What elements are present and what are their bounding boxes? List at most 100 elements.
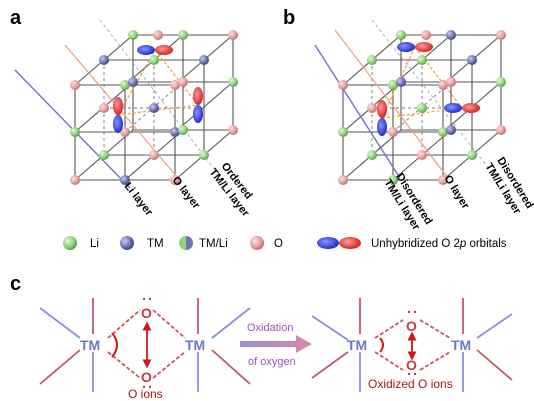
tmli-atom [388, 80, 398, 90]
panel-c-right-o-top: O [406, 318, 417, 334]
panel-c-arrow-label-1: Oxidation [247, 322, 293, 334]
tm-atom [199, 55, 209, 65]
legend-orbital-swatch [317, 237, 361, 249]
o-atom [338, 175, 348, 185]
panel-c-left-o-top: O [141, 305, 152, 321]
panel-b-o-layer-label: O layer [441, 173, 471, 212]
tm-atom [149, 103, 159, 113]
o-atom [228, 125, 238, 135]
panel-b-label: b [283, 7, 295, 29]
legend-o-label: O [274, 238, 283, 250]
legend-tm-label: TM [147, 238, 164, 250]
panel-b-o-layer-line [334, 29, 449, 179]
legend-orbitals-prefix: Unhybridized O 2 [371, 238, 460, 250]
li-atom [99, 150, 109, 160]
panel-a-orbital-left [113, 97, 123, 133]
panel-b-layer-line-1 [314, 44, 401, 179]
o-atom [338, 80, 348, 90]
panel-b-orbital-top [397, 42, 433, 52]
li-atom [128, 30, 138, 40]
panel-c-label: c [10, 273, 21, 295]
panel-c-right-tm-2: TM [451, 337, 471, 353]
panel-c-o-ions-label: O ions [128, 387, 163, 401]
o-atom [99, 103, 109, 113]
o-atom [170, 80, 180, 90]
o-atom [438, 80, 448, 90]
panel-a-label: a [10, 7, 22, 29]
panel-a-li-layer-label: Li layer [122, 180, 156, 218]
o-atom [496, 30, 506, 40]
tm-atom [170, 127, 180, 137]
panel-b-orbital-right [444, 103, 480, 113]
panel-a-atoms [70, 30, 238, 185]
o-atom [70, 80, 80, 90]
tmli-atom [367, 150, 377, 160]
panel-a-orbital-right [193, 87, 203, 123]
li-atom [70, 127, 80, 137]
panel-a: a [10, 7, 254, 220]
panel-c-right-tm-1: TM [347, 337, 367, 353]
tmli-atom [438, 127, 448, 137]
panel-c-left-angle-arc [111, 332, 118, 358]
o-atom [153, 30, 163, 40]
legend-orbitals-suffix: orbitals [466, 238, 507, 250]
o-atom [149, 150, 159, 160]
o-atom [496, 125, 506, 135]
panel-c-oxidized-o-ions-label: Oxidized O ions [368, 377, 453, 391]
tmli-atom [338, 127, 348, 137]
o-atom [388, 127, 398, 137]
panel-a-orbital-top [137, 45, 173, 55]
o-atom [417, 150, 427, 160]
tm-atom [128, 77, 138, 87]
panel-c-right-lone-pairs [407, 310, 417, 376]
tmli-atom [388, 175, 398, 185]
tm-atom [99, 55, 109, 65]
panel-b: b [283, 7, 534, 233]
li-atom [228, 77, 238, 87]
tmli-atom [396, 30, 406, 40]
li-atom [178, 30, 188, 40]
o-atom [228, 30, 238, 40]
panel-c: c TM TM O O O ions Oxidation [10, 273, 513, 401]
li-atom [199, 150, 209, 160]
tmli-atom [417, 103, 427, 113]
legend-tm-swatch [120, 236, 134, 250]
panel-c-right-o-bottom: O [406, 357, 417, 373]
legend: Li TM TM/Li O Unhybridized O 2p orbitals [63, 236, 507, 250]
panel-c-left-tm-2: TM [185, 337, 205, 353]
tmli-atom [467, 55, 477, 65]
legend-o-swatch [250, 236, 264, 250]
legend-tmli-label: TM/Li [199, 238, 228, 250]
o-atom [367, 103, 377, 113]
panel-b-layer-line-2 [371, 19, 491, 171]
panel-c-left-lone-pairs [142, 297, 152, 389]
o-atom [421, 30, 431, 40]
legend-orbitals-italic: p [459, 238, 467, 250]
tmli-atom [417, 55, 427, 65]
panel-b-atoms [338, 30, 506, 185]
legend-li-swatch [63, 236, 77, 250]
legend-orbitals-label: Unhybridized O 2p orbitals [371, 238, 507, 250]
tmli-atom [467, 150, 477, 160]
li-atom [149, 55, 159, 65]
tmli-atom [496, 77, 506, 87]
panel-c-right-bonds [311, 298, 513, 392]
tm-atom [120, 175, 130, 185]
o-atom [438, 175, 448, 185]
o-atom [170, 175, 180, 185]
o-atom [120, 127, 130, 137]
panel-c-left-tm-1: TM [80, 337, 100, 353]
o-atom [178, 77, 188, 87]
legend-tmli-swatch [179, 236, 193, 250]
panel-c-right-angle-arc [379, 337, 384, 353]
tmli-atom [446, 30, 456, 40]
tmli-atom [367, 55, 377, 65]
legend-li-label: Li [90, 238, 99, 250]
panel-b-orbital-left [377, 100, 387, 136]
panel-c-left-o-bottom: O [141, 369, 152, 385]
panel-c-oxidation-arrow [240, 335, 312, 353]
tmli-atom [446, 125, 456, 135]
o-atom [70, 175, 80, 185]
li-atom [178, 125, 188, 135]
